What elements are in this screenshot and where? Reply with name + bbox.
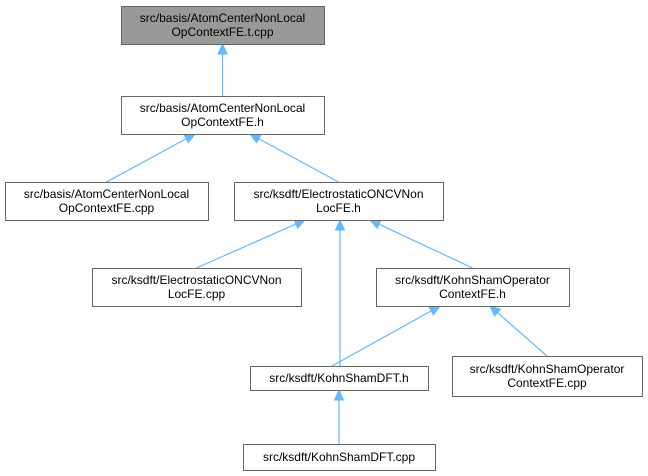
arrow-head-icon [333, 388, 345, 401]
file-node-n0[interactable]: src/basis/AtomCenterNonLocalOpContextFE.… [121, 6, 325, 45]
file-node-box[interactable] [250, 366, 429, 391]
edge-line [331, 310, 432, 367]
file-node-label: ContextFE.h [439, 287, 506, 301]
file-node-box[interactable] [5, 182, 209, 221]
edge-n6-to-n3 [334, 218, 346, 366]
file-node-box[interactable] [452, 356, 643, 397]
edge-line [106, 138, 187, 183]
edge-line [497, 312, 548, 357]
edge-n1-to-n0 [217, 42, 228, 96]
edges-layer [106, 42, 548, 444]
edge-n7-to-n5 [489, 305, 548, 357]
arrow-head-icon [183, 133, 197, 144]
file-node-label: LocFE.h [316, 201, 361, 215]
file-node-label: src/ksdft/KohnShamDFT.h [269, 371, 408, 385]
file-node-label: src/ksdft/ElectrostaticONCVNon [111, 273, 281, 287]
file-node-box[interactable] [121, 6, 325, 45]
edge-n8-to-n6 [333, 388, 345, 444]
file-node-label: OpContextFE.h [181, 115, 264, 129]
edge-n3-to-n1 [248, 133, 339, 183]
file-node-label: src/ksdft/ElectrostaticONCVNon [253, 187, 423, 201]
file-node-label: src/ksdft/KohnShamDFT.cpp [263, 450, 415, 464]
arrow-head-icon [334, 218, 346, 231]
edge-line [258, 138, 339, 183]
file-node-box[interactable] [243, 444, 436, 471]
file-node-label: OpContextFE.cpp [59, 201, 155, 215]
edge-n6-to-n5 [331, 305, 442, 367]
arrow-head-icon [489, 305, 502, 317]
nodes-layer: src/basis/AtomCenterNonLocalOpContextFE.… [5, 6, 643, 471]
file-node-n2[interactable]: src/basis/AtomCenterNonLocalOpContextFE.… [5, 182, 209, 221]
arrow-head-icon [428, 305, 442, 316]
arrow-head-icon [368, 219, 382, 230]
file-node-n1[interactable]: src/basis/AtomCenterNonLocalOpContextFE.… [121, 96, 325, 135]
file-node-label: OpContextFE.t.cpp [171, 25, 273, 39]
arrow-head-icon [217, 42, 228, 55]
file-node-box[interactable] [234, 182, 444, 221]
file-node-label: src/basis/AtomCenterNonLocal [140, 11, 305, 25]
edge-n5-to-n3 [368, 219, 473, 269]
edge-n4-to-n3 [196, 219, 307, 269]
arrow-head-icon [248, 133, 262, 144]
file-node-label: src/ksdft/KohnShamOperator [395, 273, 550, 287]
file-node-n8[interactable]: src/ksdft/KohnShamDFT.cpp [243, 444, 436, 471]
edge-line [196, 223, 297, 269]
edge-n2-to-n1 [106, 133, 197, 183]
file-node-box[interactable] [121, 96, 325, 135]
arrow-head-icon [293, 219, 307, 230]
file-node-label: LocFE.cpp [168, 287, 226, 301]
file-node-label: src/basis/AtomCenterNonLocal [140, 101, 305, 115]
file-node-label: src/basis/AtomCenterNonLocal [24, 187, 189, 201]
file-node-box[interactable] [92, 268, 302, 307]
file-node-box[interactable] [376, 268, 570, 307]
edge-line [378, 223, 473, 269]
file-node-label: src/ksdft/KohnShamOperator [470, 362, 625, 376]
file-node-label: ContextFE.cpp [507, 376, 587, 390]
file-node-n6[interactable]: src/ksdft/KohnShamDFT.h [250, 366, 429, 391]
